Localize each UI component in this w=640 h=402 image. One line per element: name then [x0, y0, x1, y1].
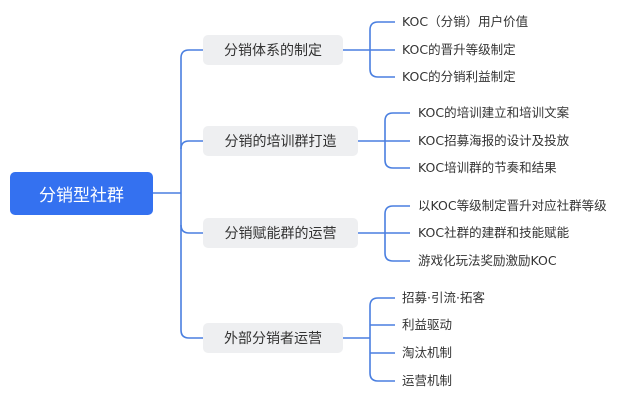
leaf-node[interactable]: KOC的晋升等级制定: [402, 42, 516, 57]
b2-bracket: [358, 112, 410, 169]
b1-bracket: [343, 21, 395, 78]
branch-node[interactable]: 分销赋能群的运营: [203, 218, 358, 248]
leaf-node[interactable]: KOC培训群的节奏和结果: [418, 160, 557, 175]
leaf-node[interactable]: 游戏化玩法奖励激励KOC: [418, 253, 557, 268]
b3-bracket: [358, 205, 410, 262]
leaf-node[interactable]: KOC的分销利益制定: [402, 69, 516, 84]
branch-node[interactable]: 分销体系的制定: [203, 35, 343, 65]
leaf-node[interactable]: KOC招募海报的设计及投放: [418, 133, 570, 148]
branch-node[interactable]: 外部分销者运营: [203, 323, 343, 353]
leaf-node[interactable]: 淘汰机制: [402, 345, 453, 360]
trunk-b2: [180, 140, 203, 150]
trunk: [180, 49, 203, 339]
root-node[interactable]: 分销型社群: [10, 172, 153, 215]
leaf-node[interactable]: KOC的培训建立和培训文案: [418, 105, 570, 120]
branch-node[interactable]: 分销的培训群打造: [203, 126, 358, 156]
leaf-node[interactable]: 利益驱动: [402, 317, 453, 332]
trunk-b3: [180, 224, 203, 234]
leaf-node[interactable]: 以KOC等级制定晋升对应社群等级: [418, 198, 607, 213]
leaf-node[interactable]: KOC社群的建群和技能赋能: [418, 225, 570, 240]
leaf-node[interactable]: 招募·引流·拓客: [402, 290, 485, 305]
b4-bracket: [343, 297, 395, 382]
leaf-node[interactable]: 运营机制: [402, 373, 453, 388]
leaf-node[interactable]: KOC（分销）用户价值: [402, 14, 529, 29]
